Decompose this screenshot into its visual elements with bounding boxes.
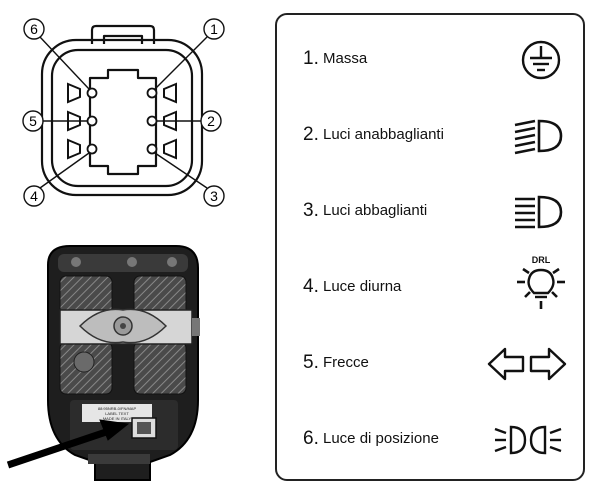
legend-item: 4. Luce diurna DRL (277, 255, 583, 317)
legend-item: 2. Luci anabbaglianti (277, 105, 583, 165)
legend-number: 5. (303, 352, 319, 373)
pin-1-dot (146, 87, 158, 99)
legend-item: 5. Frecce (277, 333, 583, 393)
legend-item: 3. Luci abbaglianti (277, 181, 583, 241)
pin-legend: 1. Massa 2. Luci anabbaglianti 3. Luci a… (275, 13, 585, 481)
headlamp-rear-view: 88:95NRB-0/FN/MAP LABEL TEXT MADE IN ITA… (6, 245, 200, 481)
pin-label-4: 4 (30, 188, 38, 204)
position-light-icon (494, 425, 562, 455)
legend-number: 3. (303, 200, 319, 221)
pin-label-2: 2 (207, 113, 215, 129)
pin-4-dot (86, 143, 98, 155)
pin-label-5: 5 (29, 113, 37, 129)
pin-label-1: 1 (210, 21, 218, 37)
drl-icon-text: DRL (532, 255, 551, 265)
legend-label: Massa (323, 50, 368, 67)
legend-number: 1. (303, 48, 319, 69)
legend-label: Luci abbaglianti (323, 202, 428, 219)
pin-label-6: 6 (30, 21, 38, 37)
legend-item: 6. Luce di posizione (277, 409, 583, 469)
legend-number: 4. (303, 276, 319, 297)
arrow-pointer (6, 419, 130, 469)
turn-signal-icon (487, 347, 567, 381)
pin-3-dot (146, 143, 158, 155)
pin-2-dot (146, 115, 158, 127)
photo-label-line1: 88:95NRB-0/FN/MAP (98, 406, 137, 411)
high-beam-icon (515, 195, 563, 229)
legend-label: Frecce (323, 354, 369, 371)
ground-icon (521, 40, 561, 80)
legend-number: 6. (303, 428, 319, 449)
pin-5-dot (86, 115, 98, 127)
legend-number: 2. (303, 124, 319, 145)
drl-icon: DRL (517, 255, 565, 309)
low-beam-icon (514, 119, 563, 155)
photo-label-line2: LABEL TEXT (105, 411, 129, 416)
connector-pinout-diagram: 6 1 5 2 4 3 (22, 18, 225, 207)
legend-label: Luci anabbaglianti (323, 126, 444, 143)
legend-label: Luce diurna (323, 278, 402, 295)
legend-label: Luce di posizione (323, 430, 439, 447)
pin-6-dot (86, 87, 98, 99)
pin-label-3: 3 (210, 188, 218, 204)
photo-label-line3: MADE IN ITALY (103, 416, 132, 421)
legend-item: 1. Massa (277, 29, 583, 89)
